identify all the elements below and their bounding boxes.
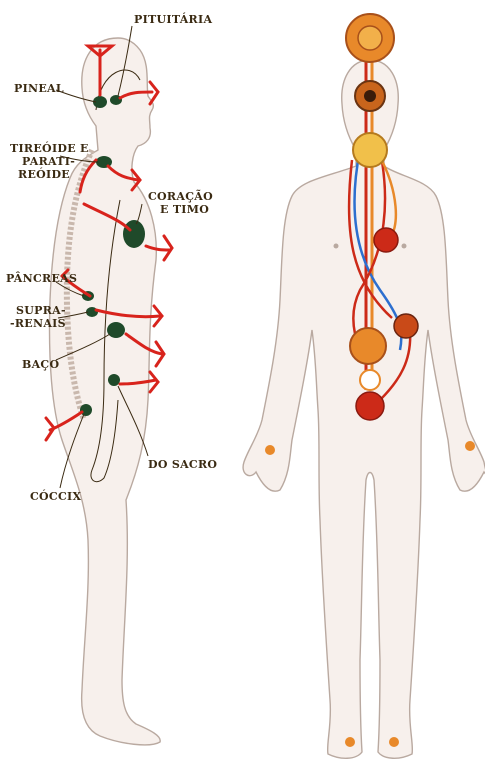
sacral-chakra xyxy=(360,370,380,390)
label-thyroid-line3: REÓIDE xyxy=(18,167,70,181)
spleen-gland xyxy=(107,322,125,338)
root-chakra xyxy=(356,392,384,420)
crown-chakra-center xyxy=(358,26,382,50)
thymus-heart-gland xyxy=(123,220,145,248)
left-foot-point xyxy=(345,737,355,747)
label-coccyx: CÓCCIX xyxy=(30,489,81,503)
brow-chakra-center xyxy=(364,90,376,102)
heart-chakra xyxy=(374,228,398,252)
label-spleen: BAÇO xyxy=(22,358,59,371)
label-heart-line1: CORAÇÃO xyxy=(148,189,213,203)
nipple-left xyxy=(334,244,339,249)
front-view-figure xyxy=(243,14,485,758)
right-foot-point xyxy=(389,737,399,747)
spleen-chakra xyxy=(394,314,418,338)
label-pineal: PINEAL xyxy=(14,82,64,95)
sacral-gland xyxy=(108,374,120,386)
label-adrenal-line1: SUPRA- xyxy=(16,304,66,317)
label-thyroid-line2: PARATI- xyxy=(22,155,75,168)
throat-chakra xyxy=(353,133,387,167)
label-pituitary: PITUITÁRIA xyxy=(134,12,212,26)
label-heart-line2: E TIMO xyxy=(160,203,209,216)
label-sacral: DO SACRO xyxy=(148,458,217,471)
label-pancreas: PÂNCREAS xyxy=(6,271,77,285)
solar-plexus-chakra xyxy=(350,328,386,364)
coccyx-gland xyxy=(80,404,92,416)
side-view-figure: PITUITÁRIA PINEAL TIREÓIDE E PARATI- REÓ… xyxy=(6,12,217,745)
right-palm-point xyxy=(465,441,475,451)
label-adrenal-line2: -RENAIS xyxy=(10,317,66,330)
label-thyroid-line1: TIREÓIDE E xyxy=(10,141,89,155)
left-palm-point xyxy=(265,445,275,455)
nipple-right xyxy=(402,244,407,249)
